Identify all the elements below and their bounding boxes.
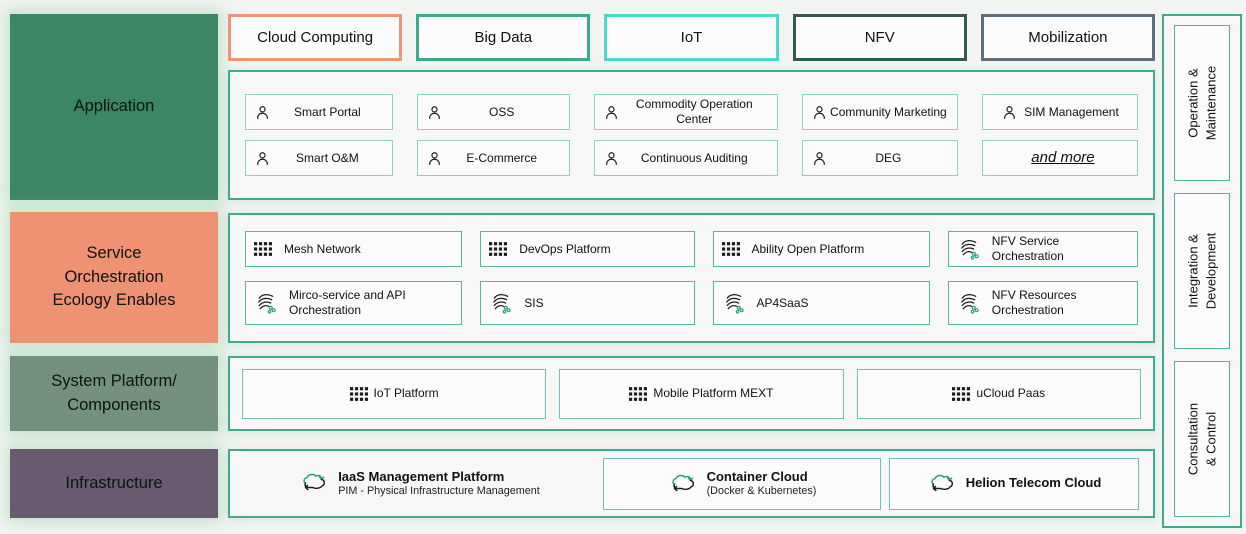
grid-icon: [254, 242, 272, 256]
service-item-label: Mesh Network: [284, 241, 361, 256]
app-item: Smart Portal: [245, 94, 393, 130]
app-item: DEG: [801, 140, 958, 176]
tab-cloud-computing[interactable]: Cloud Computing: [228, 14, 403, 61]
swirl-icon: [957, 292, 980, 315]
infra-item-subtitle: (Docker & Kubernetes): [706, 484, 817, 497]
row-label-system-platform: System Platform/ Components: [10, 356, 218, 431]
person-icon: [426, 104, 443, 121]
grid-icon: [721, 242, 740, 256]
app-item: Continuous Auditing: [593, 140, 778, 176]
swirl-icon: [722, 292, 745, 315]
infra-item-helion: Helion Telecom Cloud: [889, 457, 1139, 510]
infra-item-text: Helion Telecom Cloud: [966, 475, 1102, 491]
service-item: Mirco-service and API Orchestration: [245, 281, 463, 325]
service-item-label: NFV Service Orchestration: [991, 234, 1064, 263]
app-item-and-more: and more: [981, 140, 1138, 176]
app-item-label: Smart O&M: [296, 150, 359, 165]
lifecycle-sidebar: Operation & Maintenance Integration & De…: [1162, 14, 1242, 528]
service-item-label: SIS: [524, 295, 544, 310]
app-item: Smart O&M: [245, 140, 393, 176]
infra-item-title: Helion Telecom Cloud: [965, 475, 1102, 491]
infra-item-text: IaaS Management Platform PIM - Physical …: [338, 469, 540, 499]
service-item-label: Mirco-service and API Orchestration: [289, 288, 406, 317]
app-item-label: DEG: [875, 150, 902, 165]
infra-item-iaas: IaaS Management Platform PIM - Physical …: [244, 469, 595, 499]
person-icon: [254, 150, 271, 167]
service-item: NFV Resources Orchestration: [947, 281, 1138, 325]
system-item: uCloud Paas: [856, 368, 1141, 419]
system-item-label: IoT Platform: [373, 386, 439, 400]
person-icon: [254, 104, 271, 121]
system-platform-row: IoT Platform Mobile Platform MEXT uCloud…: [228, 356, 1155, 431]
infra-item-text: Container Cloud (Docker & Kubernetes): [707, 469, 817, 499]
system-item-label: uCloud Paas: [976, 386, 1046, 400]
app-item-label: Continuous Auditing: [640, 150, 748, 165]
service-item-label: Ability Open Platform: [751, 241, 865, 256]
app-item: Community Marketing: [801, 94, 958, 130]
sidebar-item-operation-maintenance: Operation & Maintenance: [1174, 25, 1230, 181]
app-item-label: OSS: [489, 104, 515, 119]
sidebar-item-label: Consultation & Control: [1185, 402, 1218, 476]
service-item: Mesh Network: [245, 231, 463, 267]
service-item: AP4SaaS: [712, 281, 930, 325]
swirl-icon: [489, 292, 512, 315]
sidebar-item-label: Operation & Maintenance: [1185, 65, 1218, 141]
infra-item-title: IaaS Management Platform: [338, 468, 505, 484]
row-label-application: Application: [10, 14, 218, 200]
app-item-label: SIM Management: [1024, 104, 1119, 119]
tab-big-data[interactable]: Big Data: [416, 14, 591, 61]
row-label-infrastructure: Infrastructure: [10, 449, 218, 518]
tab-mobilization[interactable]: Mobilization: [980, 14, 1156, 61]
person-icon: [603, 104, 620, 121]
service-item-label: DevOps Platform: [519, 241, 611, 256]
app-item-label: E-Commerce: [466, 150, 538, 165]
person-icon: [811, 150, 828, 167]
app-item-label: and more: [1031, 148, 1095, 166]
swirl-icon: [957, 238, 980, 261]
application-row: Smart Portal OSS Commodity Operation Cen…: [228, 70, 1155, 200]
app-item-label: Smart Portal: [294, 104, 361, 119]
infra-item-subtitle: PIM - Physical Infrastructure Management: [338, 484, 540, 497]
service-orchestration-row: Mesh Network DevOps Platform Ability Ope…: [228, 213, 1155, 343]
person-icon: [1001, 104, 1018, 121]
infra-item-container-cloud: Container Cloud (Docker & Kubernetes): [603, 457, 881, 510]
row-label-service-orchestration: Service Orchestration Ecology Enables: [10, 212, 218, 343]
app-item-label: Commodity Operation Center: [635, 97, 753, 126]
infrastructure-row: IaaS Management Platform PIM - Physical …: [228, 449, 1155, 518]
app-item: SIM Management: [981, 94, 1138, 130]
system-item-label: Mobile Platform MEXT: [653, 386, 774, 400]
app-item: E-Commerce: [416, 140, 570, 176]
service-item: NFV Service Orchestration: [947, 231, 1138, 267]
sidebar-item-integration-development: Integration & Development: [1174, 193, 1230, 349]
cloud-sync-icon: [299, 472, 328, 494]
sidebar-item-consultation-control: Consultation & Control: [1174, 361, 1230, 517]
tab-iot[interactable]: IoT: [604, 14, 779, 61]
grid-icon: [349, 386, 368, 401]
swirl-icon: [254, 292, 277, 315]
service-item-label: NFV Resources Orchestration: [991, 288, 1077, 317]
grid-icon: [952, 386, 971, 401]
app-item: Commodity Operation Center: [593, 94, 778, 130]
grid-icon: [629, 386, 648, 401]
tab-nfv[interactable]: NFV: [792, 14, 967, 61]
service-item: DevOps Platform: [480, 231, 695, 267]
service-item-label: AP4SaaS: [756, 295, 809, 310]
system-item: Mobile Platform MEXT: [559, 368, 844, 419]
service-item: Ability Open Platform: [712, 231, 930, 267]
person-icon: [426, 150, 443, 167]
infra-item-title: Container Cloud: [706, 468, 808, 484]
person-icon: [603, 150, 620, 167]
sidebar-item-label: Integration & Development: [1185, 232, 1218, 310]
app-item: OSS: [416, 94, 570, 130]
service-item: SIS: [480, 281, 695, 325]
category-tabs: Cloud Computing Big Data IoT NFV Mobiliz…: [228, 14, 1156, 61]
system-item: IoT Platform: [242, 368, 547, 419]
cloud-sync-icon: [927, 473, 956, 495]
person-icon: [811, 104, 828, 121]
grid-icon: [489, 242, 508, 256]
cloud-sync-icon: [668, 473, 697, 495]
app-item-label: Community Marketing: [830, 104, 947, 119]
